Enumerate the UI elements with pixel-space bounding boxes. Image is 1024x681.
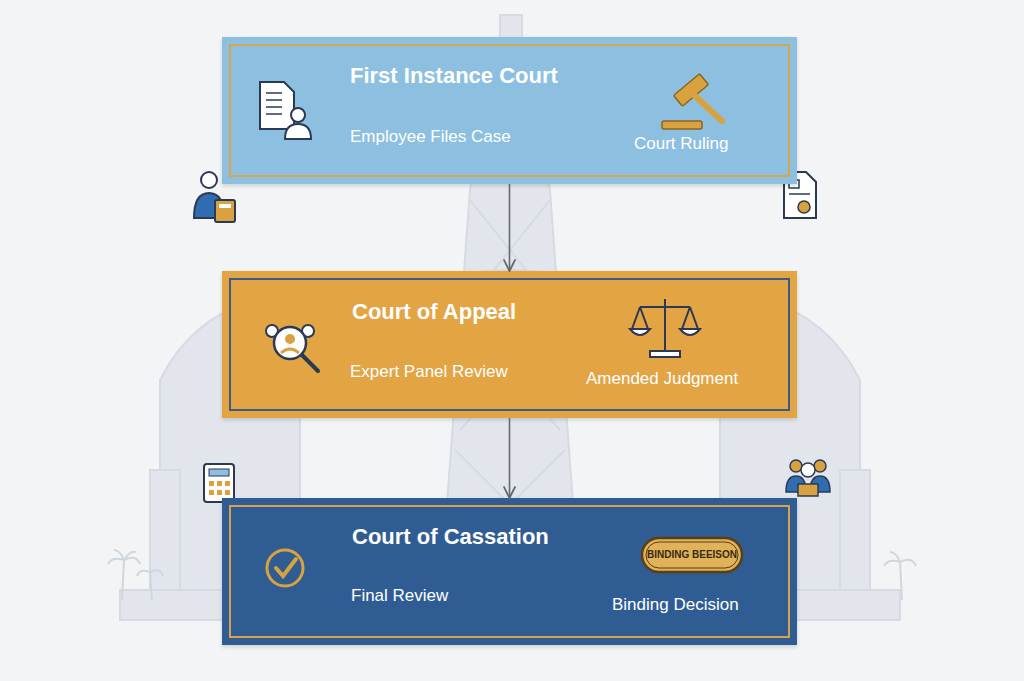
court-title: Court of Appeal: [352, 299, 516, 325]
band-icons: [222, 271, 797, 418]
check-icon: [267, 550, 303, 586]
calculator-icon: [204, 464, 234, 502]
inner-border: [229, 278, 790, 411]
step-label: Expert Panel Review: [350, 361, 508, 382]
flow-arrow: [509, 184, 511, 271]
stamp-text: BINDING BEEISON: [640, 548, 744, 562]
scales-icon: [630, 299, 700, 357]
band-icons: [222, 498, 797, 645]
judges-icon: [786, 460, 830, 496]
step-label: Binding Decision: [612, 594, 739, 615]
stamp-badge: BINDING BEEISON: [640, 536, 744, 574]
court-title: Court of Cassation: [352, 524, 549, 550]
court-band: BINDING BEEISON Court of CassationFinal R…: [222, 498, 797, 645]
court-band: Court of AppealExpert Panel Review Amende…: [222, 271, 797, 418]
step-label: Final Review: [351, 585, 448, 606]
document-person-icon: [260, 82, 311, 139]
expert-search-icon: [266, 325, 318, 371]
court-band: First Instance CourtEmployee Files Case C…: [222, 37, 797, 184]
band-icons: [222, 37, 797, 184]
flow-arrow: [509, 418, 511, 498]
step-label: Court Ruling: [634, 133, 729, 154]
court-title: First Instance Court: [350, 63, 558, 89]
step-label: Employee Files Case: [350, 126, 511, 147]
gavel-icon: [662, 74, 722, 129]
step-label: Amended Judgment: [586, 368, 738, 389]
